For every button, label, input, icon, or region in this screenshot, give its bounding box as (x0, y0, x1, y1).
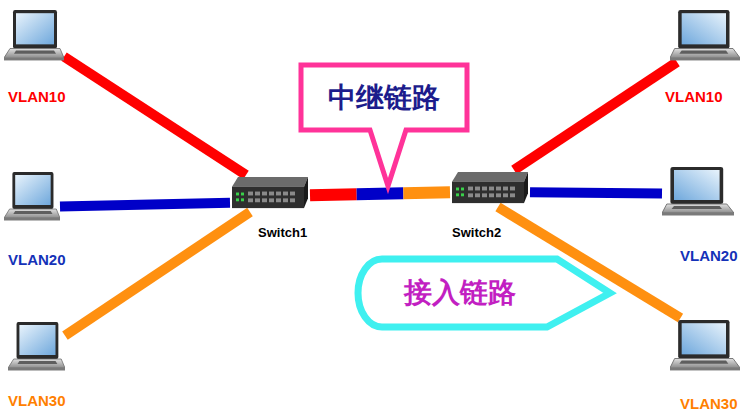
laptop-icon (662, 165, 734, 217)
switch-icon (450, 170, 530, 207)
access-link (514, 62, 677, 170)
switch-label: Switch1 (258, 225, 307, 240)
vlan-label: VLAN30 (680, 395, 738, 412)
laptop-node: VLAN20 (662, 165, 734, 217)
access-link (530, 192, 662, 193)
laptop-node: VLAN30 (670, 318, 740, 372)
callout-text: 接入链路 (362, 259, 558, 327)
vlan-label: VLAN30 (8, 392, 66, 409)
vlan-label: VLAN10 (665, 88, 723, 105)
access-link (65, 212, 250, 336)
laptop-node: VLAN10 (670, 8, 740, 62)
callout-shape (358, 259, 610, 327)
laptop-icon (4, 170, 60, 222)
link-segment (514, 62, 677, 170)
link-segment (530, 192, 662, 193)
switch-node: Switch1 (230, 175, 310, 212)
callout-shape (301, 65, 467, 186)
vlan-label: VLAN20 (8, 251, 66, 268)
laptop-icon (4, 8, 64, 62)
link-segment (310, 194, 357, 195)
laptop-node: VLAN20 (4, 170, 60, 222)
callout-text: 中继链路 (301, 65, 467, 130)
switch-label: Switch2 (452, 225, 501, 240)
access-link (60, 203, 230, 207)
switch-node: Switch2 (450, 170, 530, 207)
access-link (64, 57, 246, 175)
access-callout: 接入链路 (352, 255, 614, 331)
laptop-node: VLAN10 (4, 8, 64, 62)
vlan-label: VLAN20 (680, 247, 738, 264)
vlan-label: VLAN10 (8, 88, 66, 105)
link-segment (64, 57, 246, 175)
switch-icon (230, 175, 310, 212)
laptop-node: VLAN30 (8, 320, 65, 372)
trunk-callout: 中继链路 (298, 62, 470, 190)
link-segment (65, 212, 250, 336)
laptop-icon (670, 8, 740, 62)
laptop-icon (8, 320, 65, 372)
link-segment (403, 192, 450, 193)
link-segment (357, 193, 404, 194)
trunk-link (310, 192, 450, 195)
link-segment (60, 203, 230, 207)
laptop-icon (670, 318, 740, 372)
